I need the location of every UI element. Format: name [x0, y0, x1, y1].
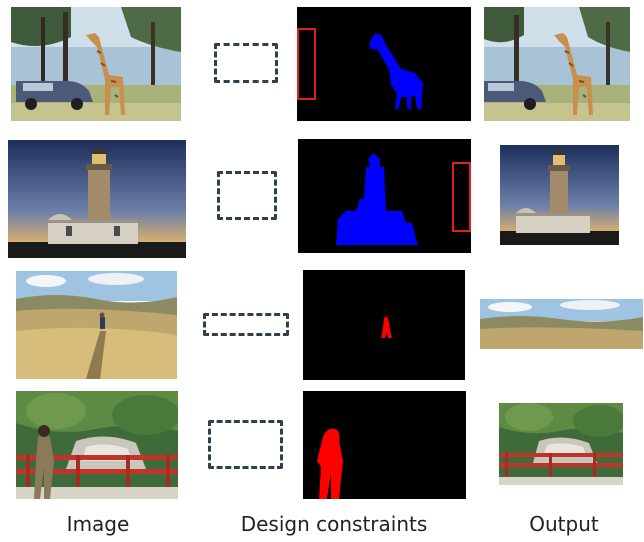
- row3-saliency-mask: [303, 270, 465, 380]
- row4-target-frame: [208, 420, 283, 469]
- row1-input-image: [11, 7, 181, 121]
- row2-exclusion-box: [452, 162, 471, 232]
- row2-target-frame: [217, 171, 277, 220]
- row1-exclusion-box: [297, 28, 316, 100]
- row2-saliency-mask: [298, 139, 471, 253]
- row3-target-frame: [203, 313, 289, 336]
- row4-input-image: [16, 391, 178, 499]
- row1-target-frame: [214, 43, 278, 83]
- row2-input-image: [8, 140, 186, 258]
- row3-output-image: [480, 299, 643, 349]
- caption-image: Image: [66, 512, 130, 536]
- row1-output-image: [484, 7, 630, 121]
- caption-design-constraints: Design constraints: [240, 512, 428, 536]
- row4-output-image: [499, 403, 623, 485]
- row3-input-image: [16, 271, 177, 379]
- row4-saliency-mask: [303, 391, 466, 499]
- row1-saliency-mask: [297, 7, 471, 121]
- caption-output: Output: [529, 512, 599, 536]
- row2-output-image: [500, 145, 619, 245]
